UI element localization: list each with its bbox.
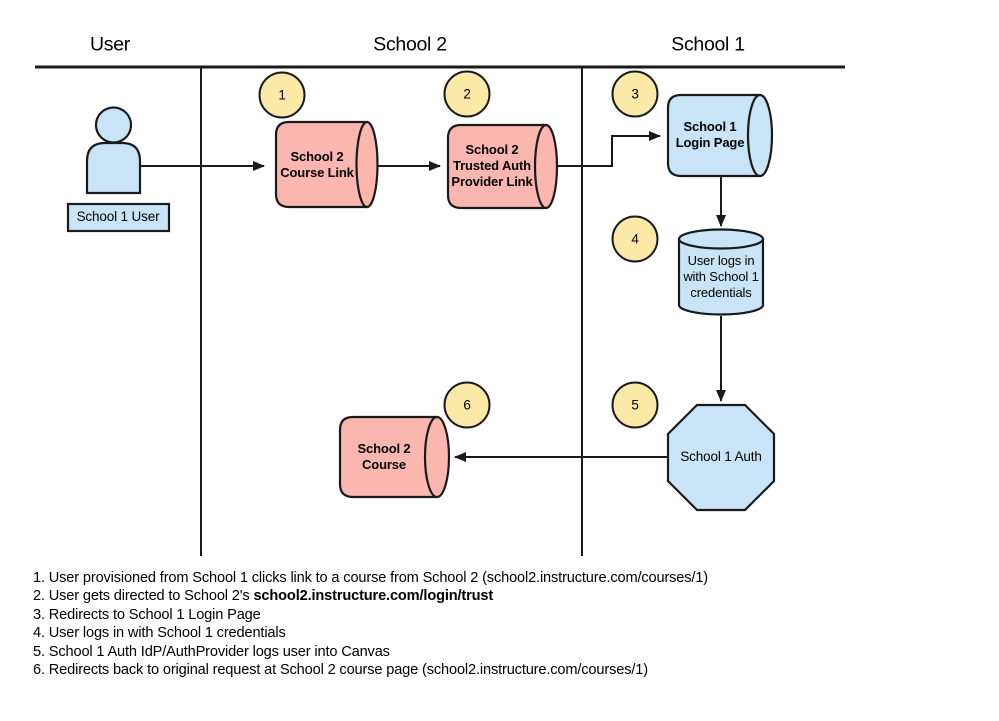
step-text: 2. User gets directed to School 2's [33, 588, 254, 605]
badge-circle-6 [443, 381, 491, 429]
course-link-cylinder-body [274, 120, 369, 209]
login-page-cylinder-cap [746, 93, 774, 178]
actor-label-box [66, 202, 171, 233]
step-legend: 1. User provisioned from School 1 clicks… [33, 569, 793, 679]
credentials-db-label: User logs in with School 1 credentials [683, 253, 759, 300]
course-link-label: School 2 Course Link [280, 149, 354, 180]
trusted-auth-label: School 2 Trusted Auth Provider Link [451, 142, 533, 189]
actor-label: School 1 User [76, 209, 160, 224]
badge-number-4: 4 [631, 231, 639, 247]
badge-number-5: 5 [631, 397, 639, 413]
auth-label: School 1 Auth [680, 449, 762, 464]
lane-title-school1: School 1 [671, 33, 745, 56]
badge-circle-1 [258, 71, 306, 119]
arrow-trusted-auth-to-login-page [558, 131, 661, 167]
step-item-4: 4. User logs in with School 1 credential… [33, 624, 793, 642]
course-label: School 2 Course [357, 441, 411, 472]
credentials-db-top [677, 228, 765, 250]
person-icon-body [85, 141, 142, 195]
step-text: 5. School 1 Auth IdP/AuthProvider logs u… [33, 643, 390, 660]
badge-circle-5 [611, 381, 659, 429]
step-item-2: 2. User gets directed to School 2's scho… [33, 587, 793, 605]
step-item-5: 5. School 1 Auth IdP/AuthProvider logs u… [33, 643, 793, 661]
badge-circle-3 [611, 70, 659, 118]
step-text: 6. Redirects back to original request at… [33, 662, 648, 679]
trusted-auth-cylinder-cap [533, 123, 559, 210]
person-icon-head [94, 106, 133, 144]
lane-title-school2: School 2 [373, 33, 447, 56]
step-bold-text: school2.instructure.com/login/trust [253, 588, 494, 605]
step-item-6: 6. Redirects back to original request at… [33, 661, 793, 679]
trusted-auth-cylinder-body [446, 123, 548, 210]
badge-circle-4 [611, 215, 659, 263]
auth-octagon [666, 403, 776, 512]
badge-number-1: 1 [278, 87, 286, 103]
badge-number-6: 6 [463, 397, 471, 413]
step-text: 3. Redirects to School 1 Login Page [33, 606, 261, 623]
course-link-cylinder-cap [355, 120, 379, 209]
badge-number-3: 3 [631, 86, 639, 102]
course-cylinder-body [338, 415, 439, 499]
step-item-3: 3. Redirects to School 1 Login Page [33, 606, 793, 624]
step-text: 4. User logs in with School 1 credential… [33, 625, 286, 642]
step-text: 1. User provisioned from School 1 clicks… [33, 570, 709, 586]
login-page-cylinder-body [666, 93, 762, 178]
course-cylinder-cap [423, 415, 451, 499]
lane-title-user: User [90, 33, 130, 56]
badge-circle-2 [443, 70, 491, 118]
login-page-label: School 1 Login Page [675, 119, 745, 150]
credentials-db-body [677, 237, 765, 316]
step-item-1: 1. User provisioned from School 1 clicks… [33, 569, 793, 587]
badge-number-2: 2 [463, 86, 471, 102]
